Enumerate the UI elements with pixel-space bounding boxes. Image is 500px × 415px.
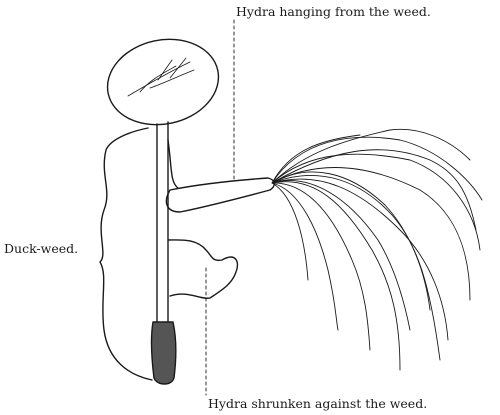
- duck-weed-root: [156, 121, 169, 323]
- hanging-hydra-body: [165, 177, 275, 213]
- label-hydra-hanging: Hydra hanging from the weed.: [236, 4, 431, 19]
- shrunken-hydra: [99, 127, 239, 381]
- hydra-tentacles: [271, 128, 483, 371]
- duck-weed-frond: [106, 38, 220, 126]
- frond-veins: [127, 57, 195, 97]
- label-duck-weed: Duck-weed.: [4, 241, 79, 256]
- label-hydra-shrunken: Hydra shrunken against the weed.: [208, 396, 428, 411]
- root-cap: [150, 321, 177, 385]
